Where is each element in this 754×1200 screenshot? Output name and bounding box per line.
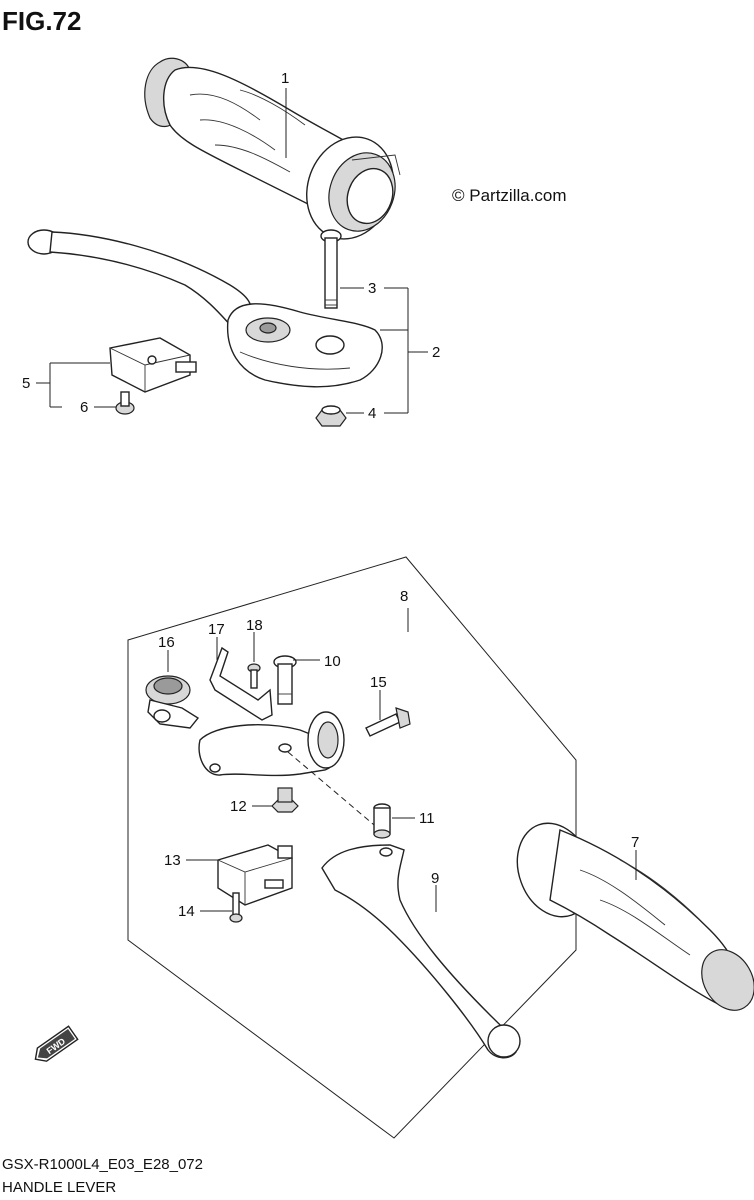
- callout-9: 9: [431, 870, 439, 887]
- part-15-bolt[interactable]: [365, 707, 411, 737]
- callout-16: 16: [158, 634, 175, 651]
- callout-12: 12: [230, 798, 247, 815]
- callout-18: 18: [246, 617, 263, 634]
- part-18-screw[interactable]: [247, 663, 261, 689]
- copyright-notice: © Partzilla.com: [452, 186, 567, 205]
- part-4-nut[interactable]: [315, 405, 347, 427]
- callout-4: 4: [368, 405, 376, 422]
- callout-15: 15: [370, 674, 387, 691]
- part-14-screw[interactable]: [229, 892, 243, 923]
- lever-holder[interactable]: [198, 711, 345, 777]
- figure-title: FIG.72: [2, 6, 81, 36]
- part-8-assembly-outline: [127, 556, 577, 1139]
- callout-17: 17: [208, 621, 225, 638]
- callout-10: 10: [324, 653, 341, 670]
- callout-leaders-bottom: [167, 632, 637, 912]
- part-16-adjuster-knob[interactable]: [145, 675, 200, 729]
- part-1-throttle-grip[interactable]: [144, 57, 407, 251]
- callout-7: 7: [631, 834, 639, 851]
- part-3-pivot-bolt[interactable]: [320, 229, 342, 309]
- part-12-nut[interactable]: [271, 787, 299, 813]
- callout-14: 14: [178, 903, 195, 920]
- callout-leaders-top: [36, 88, 428, 414]
- callout-5: 5: [22, 375, 30, 392]
- callout-11: 11: [419, 810, 435, 827]
- callout-2: 2: [432, 344, 440, 361]
- part-2-brake-lever[interactable]: [27, 229, 383, 388]
- part-5-brake-switch[interactable]: [109, 337, 197, 393]
- part-6-screw[interactable]: [115, 391, 135, 415]
- assembly-dashed-line: [287, 751, 381, 831]
- model-code: GSX-R1000L4_E03_E28_072: [2, 1156, 203, 1173]
- callout-1: 1: [281, 70, 289, 87]
- callout-8: 8: [400, 588, 408, 605]
- section-name: HANDLE LEVER: [2, 1179, 116, 1196]
- part-10-pivot-bolt[interactable]: [273, 655, 297, 705]
- fwd-arrow-icon: FWD: [34, 1025, 79, 1062]
- part-9-clutch-lever[interactable]: [321, 844, 521, 1059]
- part-13-clutch-switch[interactable]: [217, 844, 293, 906]
- callout-6: 6: [80, 399, 88, 416]
- part-11-bushing[interactable]: [373, 803, 391, 839]
- callout-13: 13: [164, 852, 181, 869]
- callout-3: 3: [368, 280, 376, 297]
- part-7-handlebar-grip[interactable]: [505, 813, 754, 1020]
- part-17-bracket[interactable]: [209, 646, 273, 721]
